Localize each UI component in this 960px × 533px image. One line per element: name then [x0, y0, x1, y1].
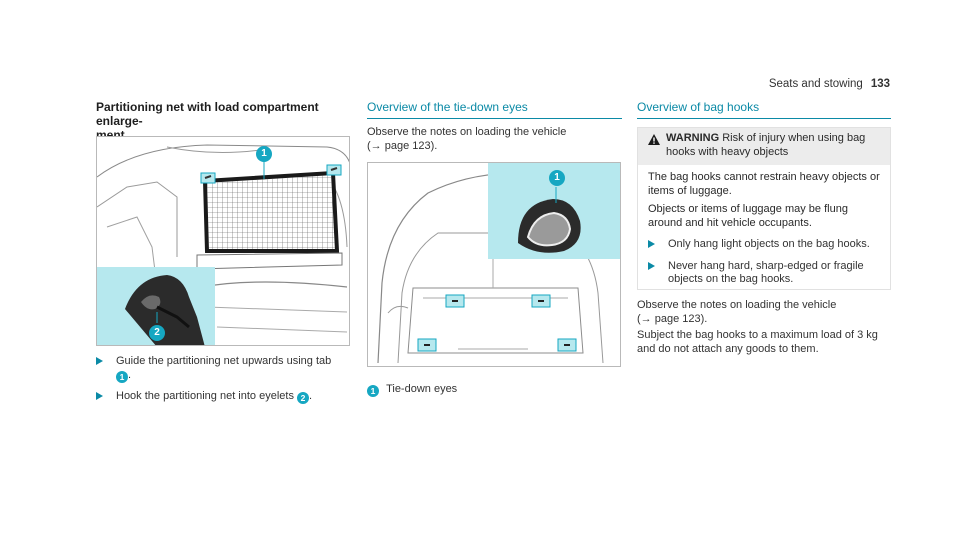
partitioning-net-steps: Guide the partitioning net upwards using… [96, 355, 350, 404]
callout-ref: 2 [297, 391, 310, 404]
page-number: 133 [870, 78, 890, 90]
warning-lead: Risk of injury when using bag hooks with… [666, 132, 866, 158]
running-header: Seats and stowing 133 [769, 78, 890, 90]
warning-body: The bag hooks cannot restrain heavy obje… [638, 165, 890, 287]
section-tie-down-eyes: Overview of the tie-down eyes Observe th… [367, 100, 622, 153]
warning-header: WARNING Risk of injury when using bag ho… [638, 128, 890, 165]
callout-1: 1 [549, 170, 565, 186]
section-bag-hooks: Overview of bag hooks [637, 100, 891, 119]
warning-label: WARNING [666, 132, 720, 144]
step-arrow-icon [648, 261, 655, 270]
section-title: Overview of the tie-down eyes [367, 100, 622, 119]
step-arrow-icon [96, 357, 103, 365]
warning-triangle-icon [648, 134, 660, 145]
bag-hooks-notes: Observe the notes on loading the vehicle… [637, 299, 878, 355]
warning-paragraph: The bag hooks cannot restrain heavy obje… [648, 171, 880, 197]
figure-partitioning-net: 1 2 [96, 136, 350, 346]
legend-callout: 1 [367, 385, 379, 397]
partitioning-net-illustration [97, 137, 349, 345]
figure-legend: 1 Tie-down eyes [367, 383, 622, 397]
warning-box: WARNING Risk of injury when using bag ho… [637, 127, 891, 290]
warning-step: Only hang light objects on the bag hooks… [648, 238, 882, 252]
callout-ref: 1 [116, 370, 128, 383]
step-arrow-icon [648, 240, 655, 248]
figure-tie-down-eyes: 1 [367, 162, 621, 367]
section-title: Overview of bag hooks [637, 100, 891, 119]
instruction-step: Hook the partitioning net into eyelets 2… [96, 390, 350, 404]
warning-step: Never hang hard, sharp-edged or fragile … [648, 260, 882, 287]
step-arrow-icon [96, 391, 103, 400]
warning-paragraph: Objects or items of luggage may be flung… [648, 203, 848, 229]
callout-2: 2 [149, 325, 165, 341]
instruction-step: Guide the partitioning net upwards using… [96, 355, 350, 383]
legend-text: Tie-down eyes [386, 383, 458, 395]
intro-text: Observe the notes on loading the vehicle… [367, 126, 567, 152]
tie-down-eyes-illustration [368, 163, 620, 366]
callout-1: 1 [256, 146, 272, 162]
section-name: Seats and stowing [768, 78, 863, 90]
